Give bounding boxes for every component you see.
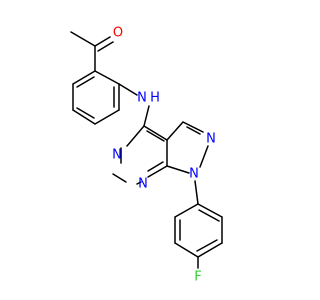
bond-benzene-6-1 <box>72 70 96 85</box>
bond-c7a-n7-double <box>147 161 164 172</box>
bond-c3-n2 <box>182 121 204 133</box>
bond-benzene-3-4 <box>94 109 120 125</box>
oxygen-label: O <box>113 26 123 41</box>
bond-c6-n5 <box>112 173 127 183</box>
bond-amine-pyrimidine <box>143 105 150 127</box>
bond-c4-c4a-double <box>146 130 165 142</box>
bond-phenyl-1-2 <box>197 203 223 218</box>
bond-n5-c4 <box>126 125 145 147</box>
bond-phenyl-3-4 <box>197 242 223 258</box>
bond-carbonyl-oxygen <box>94 36 111 47</box>
bond-phenyl-6-1 <box>174 203 199 218</box>
pyrazole-nitrogen-2-label: N <box>206 132 216 147</box>
pyrimidine-nitrogen-7-label: N <box>138 177 148 192</box>
bond-benzene-1-2 <box>94 70 120 85</box>
bond-benzene-4-5 <box>72 109 96 125</box>
bond-benzene-amine <box>118 83 138 96</box>
bond-n7-c6 <box>136 181 142 185</box>
bond-phenyl-3-4-double <box>196 239 218 252</box>
fluorine-label: F <box>194 270 201 285</box>
bond-phenyl-1-2-double <box>198 209 220 222</box>
amine-nitrogen-label: N <box>137 91 147 106</box>
bond-c3-n2-double <box>186 126 201 135</box>
atom-labels: O N H N N N N F <box>112 26 216 285</box>
chemical-structure-diagram: O N H N N N N F <box>70 26 223 285</box>
bond-benzene-6-1-double <box>76 76 95 88</box>
bond-phenyl-4-5 <box>174 242 199 258</box>
bond-carbonyl-oxygen-double <box>97 41 114 52</box>
bond-c7a-n7 <box>147 165 168 178</box>
bond-methyl-carbonyl <box>70 31 96 47</box>
bond-n1-phenyl <box>194 180 199 205</box>
bond-c4-c4a <box>143 125 168 141</box>
pyrimidine-nitrogen-5-label: N <box>112 148 122 163</box>
bond-benzene-4-5-double <box>76 107 95 119</box>
bond-n2-n1 <box>199 145 209 168</box>
bonds <box>70 31 223 269</box>
amine-hydrogen-label: H <box>150 91 160 106</box>
bond-c4a-c3 <box>166 121 184 141</box>
pyrazole-nitrogen-1-label: N <box>189 167 199 182</box>
bond-n1-c7a <box>166 165 190 174</box>
